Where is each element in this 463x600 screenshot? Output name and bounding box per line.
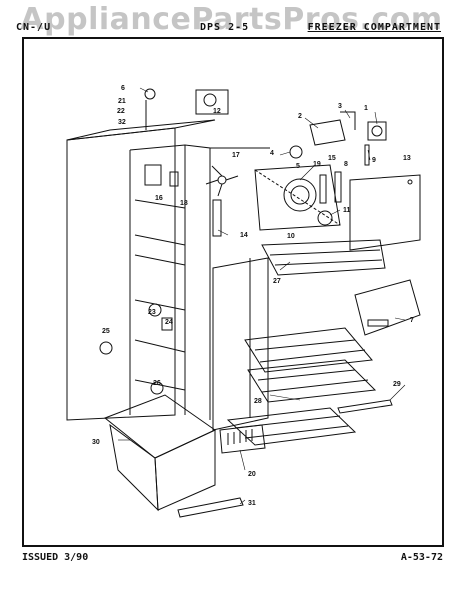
shelf-trim-strip bbox=[337, 399, 393, 414]
part-label-1: 1 bbox=[364, 105, 368, 112]
left-side-components bbox=[99, 88, 342, 395]
part-label-24: 24 bbox=[165, 319, 173, 326]
part-label-9: 9 bbox=[372, 157, 376, 164]
part-label-14: 14 bbox=[240, 232, 248, 239]
watermark: AppliancePartsPros.com bbox=[20, 2, 443, 37]
header-model-code: CN-/U bbox=[16, 22, 52, 33]
cabinet-body bbox=[66, 119, 270, 421]
part-label-27: 27 bbox=[273, 278, 281, 285]
part-label-5: 5 bbox=[296, 163, 300, 170]
part-label-32: 32 bbox=[118, 119, 126, 126]
part-label-30: 30 bbox=[92, 439, 100, 446]
storage-bin bbox=[104, 394, 216, 512]
base-strip bbox=[177, 497, 244, 518]
upper-shelf bbox=[261, 239, 386, 276]
part-label-31: 31 bbox=[248, 500, 256, 507]
fan-blade bbox=[205, 165, 239, 197]
part-label-13: 13 bbox=[403, 155, 411, 162]
part-label-18: 18 bbox=[180, 200, 188, 207]
part-label-25: 25 bbox=[102, 328, 110, 335]
part-label-12: 12 bbox=[213, 108, 221, 115]
page-code: A-53-72 bbox=[400, 552, 443, 563]
header-model-number: DPS 2-5 bbox=[200, 22, 250, 33]
inset-part-box bbox=[195, 89, 229, 115]
part-label-4: 4 bbox=[270, 150, 274, 157]
drip-tray bbox=[219, 424, 266, 454]
header-section-title: FREEZER COMPARTMENT bbox=[307, 22, 441, 33]
part-label-17: 17 bbox=[232, 152, 240, 159]
part-label-3: 3 bbox=[338, 103, 342, 110]
control-knob-icon bbox=[203, 93, 217, 107]
part-label-23: 23 bbox=[148, 309, 156, 316]
part-label-8: 8 bbox=[344, 161, 348, 168]
part-label-10: 10 bbox=[287, 233, 295, 240]
issued-date: ISSUED 3/90 bbox=[22, 552, 89, 563]
middle-shelf-2 bbox=[247, 359, 377, 403]
part-label-29: 29 bbox=[393, 381, 401, 388]
part-label-11: 11 bbox=[343, 207, 351, 214]
middle-shelf-1 bbox=[244, 327, 373, 373]
back-panel bbox=[212, 257, 269, 431]
part-label-19: 19 bbox=[313, 161, 321, 168]
part-label-7: 7 bbox=[410, 317, 414, 324]
part-label-28: 28 bbox=[254, 398, 262, 405]
evaporator-fan-assembly bbox=[254, 164, 341, 231]
part-label-20: 20 bbox=[248, 471, 256, 478]
part-label-16: 16 bbox=[155, 195, 163, 202]
part-label-6: 6 bbox=[121, 85, 125, 92]
top-brackets bbox=[309, 111, 387, 166]
part-number-labels: 1 2 3 4 5 6 7 8 9 10 11 12 13 14 15 16 1… bbox=[92, 85, 414, 507]
part-label-26: 26 bbox=[153, 380, 161, 387]
cover-panel bbox=[354, 279, 421, 336]
diagram-frame bbox=[22, 37, 444, 547]
part-label-15: 15 bbox=[328, 155, 336, 162]
part-label-22: 22 bbox=[117, 108, 125, 115]
part-label-2: 2 bbox=[298, 113, 302, 120]
air-baffle-panel bbox=[349, 174, 421, 251]
part-label-21: 21 bbox=[118, 98, 126, 105]
